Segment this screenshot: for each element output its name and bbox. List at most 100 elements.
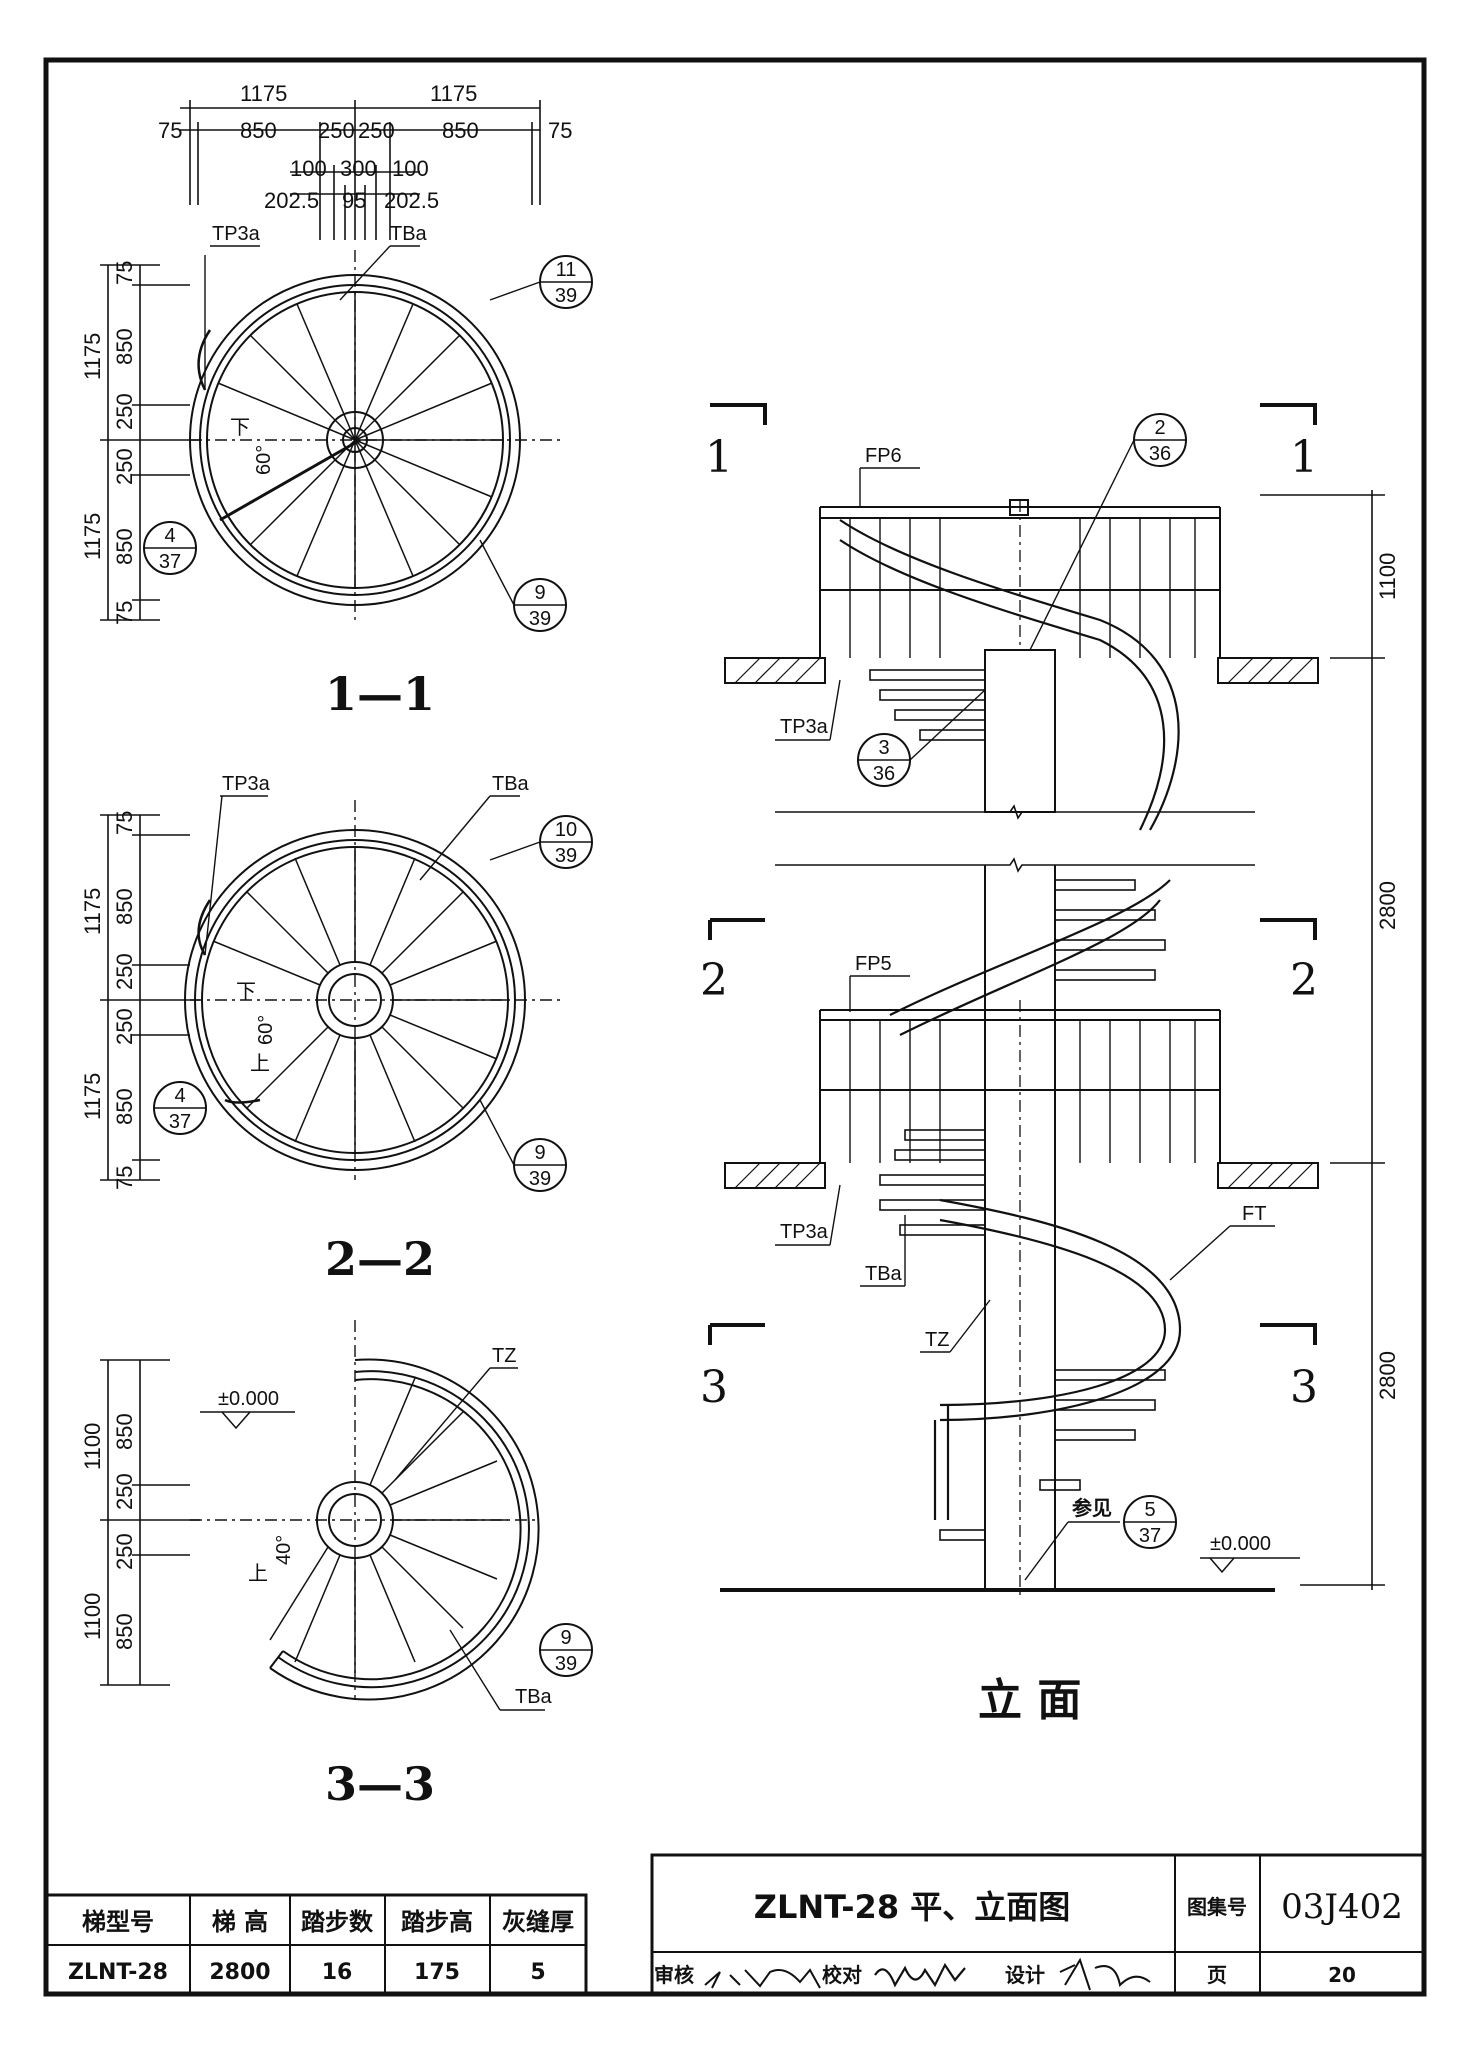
plan-3-level: ±0.000	[218, 1388, 279, 1410]
plan-1-stair-drawing	[189, 250, 560, 620]
elevation-label-tba: TBa	[865, 1263, 903, 1285]
plan-3-dim-250-b: 250	[112, 1533, 137, 1570]
plan-3-ref-9-num: 9	[560, 1627, 571, 1649]
top-dim-300: 300	[340, 156, 377, 181]
plan-2-ref-4-37: 4 37	[153, 1081, 207, 1135]
plan-2-label-tp3a: TP3a	[222, 773, 271, 795]
plan-3-label-tba: TBa	[515, 1686, 553, 1708]
plan-3-ref-9-den: 39	[555, 1653, 577, 1675]
plan-3-angle: 40°	[273, 1535, 295, 1565]
plan-3-ref-9-39: 9 39	[539, 1623, 593, 1677]
title-block-atlas-label: 图集号	[1187, 1895, 1247, 1919]
railing-fp6	[819, 506, 1221, 658]
plan-1-dim-850-top: 850	[112, 328, 137, 365]
spec-header-step-height: 踏步高	[401, 1908, 473, 1936]
plan-1-side-dims	[100, 264, 200, 621]
title-block-check-label: 校对	[822, 1963, 862, 1987]
elevation-dim-2800-upper: 2800	[1375, 881, 1400, 930]
plan-2-caption: 2—2	[325, 1232, 435, 1286]
plan-1-dim-850-bottom: 850	[112, 528, 137, 565]
plan-2-angle: 60°	[255, 1015, 277, 1045]
elevation-ref-3-num: 3	[878, 737, 889, 759]
plan-1-label-tp3a: TP3a	[212, 223, 261, 245]
spec-header-joint: 灰缝厚	[502, 1908, 574, 1936]
section-mark-1-left: 1	[705, 432, 733, 483]
elevation-label-fp6: FP6	[865, 445, 902, 467]
title-block-atlas-no: 03J402	[1281, 1887, 1403, 1927]
plan-1-dim-75-bottom: 75	[112, 601, 137, 625]
elevation-ref-2-den: 36	[1149, 443, 1171, 465]
elevation-label-ft: FT	[1242, 1203, 1266, 1225]
plan-1-ref-4-num: 4	[164, 525, 175, 547]
top-dim-250-right: 250	[358, 118, 395, 143]
checker-signature	[874, 1962, 966, 1988]
plan-3-3: 1100 1100 850 250 250 850 ±0.000	[80, 1320, 593, 1811]
top-dim-95: 95	[342, 188, 366, 213]
plan-3-dim-250-a: 250	[112, 1473, 137, 1510]
elevation-ref-5-37: 5 37	[1123, 1495, 1177, 1549]
railing-fp5	[819, 1009, 1221, 1163]
elevation-level-label: ±0.000	[1210, 1533, 1271, 1555]
elevation-label-tp3a-upper: TP3a	[780, 716, 829, 738]
plan-3-caption: 3—3	[325, 1757, 435, 1811]
elevation-dim-2800-lower: 2800	[1375, 1351, 1400, 1400]
top-dim-1175-right: 1175	[430, 81, 477, 106]
plan-3-stair-drawing	[190, 1320, 540, 1701]
section-mark-2-right: 2	[1290, 955, 1318, 1006]
elevation-label-tp3a-lower: TP3a	[780, 1221, 829, 1243]
top-dim-202-left: 202.5	[264, 188, 319, 213]
elevation-ref-5-num: 5	[1144, 1499, 1155, 1521]
plan-3-dim-1100-top: 1100	[80, 1423, 105, 1470]
plan-1-label-down: 下	[230, 415, 250, 439]
spec-cell-steps: 16	[322, 1960, 353, 1985]
section-mark-1-right: 1	[1290, 432, 1318, 483]
plan-1-dim-250-b: 250	[112, 448, 137, 485]
top-dim-850-right: 850	[442, 118, 479, 143]
designer-signature	[1059, 1957, 1151, 1991]
spec-cell-step-height: 175	[414, 1960, 460, 1985]
plan-1-label-tba: TBa	[390, 223, 428, 245]
spec-table: 梯型号 梯 高 踏步数 踏步高 灰缝厚 ZLNT-28 2800 16 175 …	[44, 1893, 588, 1996]
title-block: ZLNT-28 平、立面图 图集号 03J402 审核 校对 设计 页 20	[650, 1853, 1426, 1996]
plan-3-dim-1100-bottom: 1100	[80, 1593, 105, 1640]
plan-1-ref-9-num: 9	[534, 582, 545, 604]
elevation-ref-3-den: 36	[873, 763, 895, 785]
top-dimensions	[180, 100, 541, 240]
top-dim-100-left: 100	[290, 156, 327, 181]
plan-3-dim-850-top: 850	[112, 1413, 137, 1450]
top-dim-1175-left: 1175	[240, 81, 287, 106]
plan-2-ref-9-39: 9 39	[479, 1099, 567, 1192]
top-dim-850-left: 850	[240, 118, 277, 143]
section-marks	[708, 403, 1317, 1345]
plan-3-label-up: 上	[248, 1561, 268, 1585]
plan-1-ref-4-37: 4 37	[143, 521, 197, 575]
section-mark-3-left: 3	[700, 1362, 728, 1413]
plan-2-dim-1175-bottom: 1175	[80, 1073, 105, 1120]
plan-1-ref-11-39: 11 39	[489, 255, 593, 309]
elevation-ref-2-num: 2	[1154, 417, 1165, 439]
elevation-ref-5-den: 37	[1139, 1525, 1161, 1547]
plan-2-2: 1175 1175 75 850 250 250 850 75	[80, 773, 593, 1286]
top-dim-100-right: 100	[392, 156, 429, 181]
plan-3-side-dims	[100, 1359, 200, 1686]
plan-2-dim-850-top: 850	[112, 888, 137, 925]
plan-2-dim-250-b: 250	[112, 1008, 137, 1045]
top-dim-250-left: 250	[318, 118, 355, 143]
plan-2-label-up: 上	[250, 1051, 270, 1075]
plan-2-ref-10-num: 10	[555, 819, 577, 841]
plan-2-dim-75-bottom: 75	[112, 1166, 137, 1190]
plan-1-caption: 1—1	[325, 667, 435, 721]
title-block-review-label: 审核	[654, 1963, 694, 1987]
plan-1-dim-1175-bottom: 1175	[80, 513, 105, 560]
plan-1-ref-9-den: 39	[529, 608, 551, 630]
plan-1-ref-9-39: 9 39	[479, 539, 567, 632]
plan-2-side-dims	[100, 814, 200, 1181]
floor-slabs	[720, 657, 1319, 1592]
plan-3-label-tz: TZ	[492, 1345, 516, 1367]
plan-1-ref-11-num: 11	[556, 259, 577, 281]
reviewer-signature	[704, 1968, 821, 1989]
spec-header-model: 梯型号	[82, 1908, 154, 1936]
plan-1-dim-250-a: 250	[112, 393, 137, 430]
plan-2-dim-850-bottom: 850	[112, 1088, 137, 1125]
plan-1-dim-1175-top: 1175	[80, 333, 105, 380]
